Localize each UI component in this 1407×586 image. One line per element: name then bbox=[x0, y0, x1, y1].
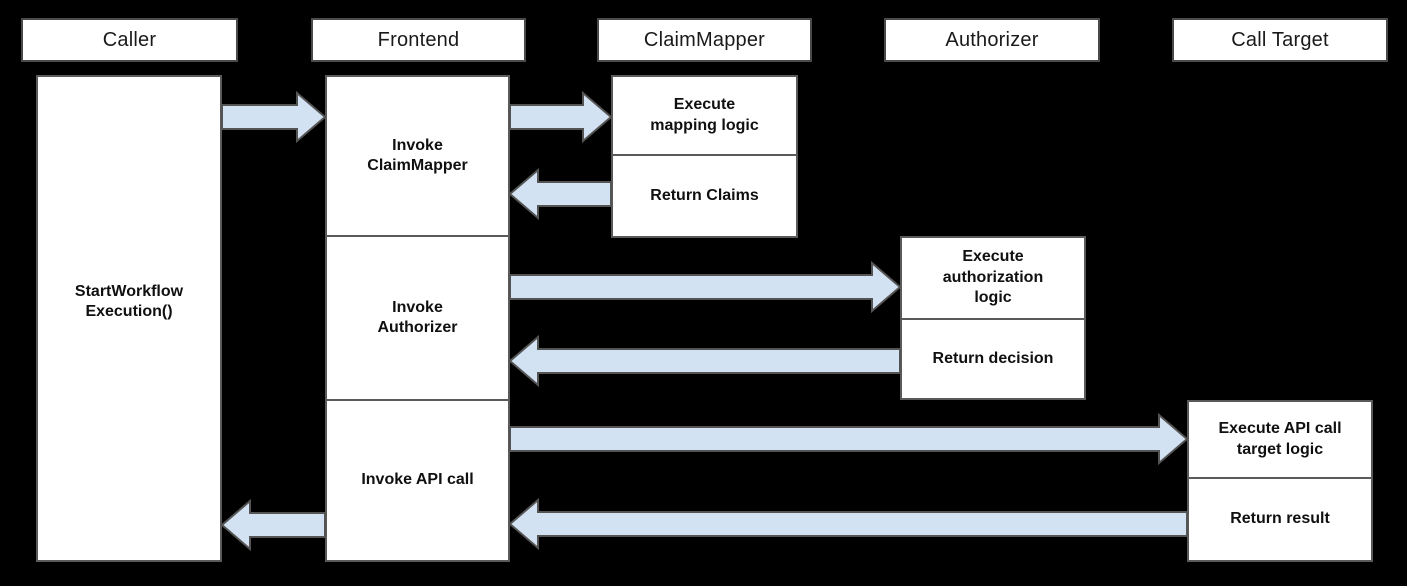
participant-header-calltarget[interactable]: Call Target bbox=[1172, 18, 1388, 62]
message-arrow-calltarget-to-frontend[interactable] bbox=[508, 497, 1188, 551]
message-arrow-frontend-to-authorizer[interactable] bbox=[509, 260, 902, 314]
activation-authorizer-return-decision[interactable]: Return decision bbox=[900, 319, 1086, 400]
activation-frontend-invoke-api-call[interactable]: Invoke API call bbox=[325, 400, 510, 562]
participant-header-caller-label: Caller bbox=[102, 29, 157, 51]
activation-calltarget-return-result-label: Return result bbox=[1230, 510, 1330, 528]
participant-header-authorizer[interactable]: Authorizer bbox=[884, 18, 1100, 62]
participant-header-claimmapper[interactable]: ClaimMapper bbox=[597, 18, 812, 62]
activation-calltarget-return-result[interactable]: Return result bbox=[1187, 478, 1373, 562]
participant-header-calltarget-label: Call Target bbox=[1231, 29, 1329, 51]
participant-header-frontend[interactable]: Frontend bbox=[311, 18, 526, 62]
activation-frontend-invoke-api-call-label: Invoke API call bbox=[361, 471, 474, 489]
activation-claimmapper-return-claims-label: Return Claims bbox=[650, 186, 759, 204]
message-arrow-caller-to-frontend[interactable] bbox=[221, 90, 327, 144]
participant-header-caller[interactable]: Caller bbox=[21, 18, 238, 62]
activation-authorizer-return-decision-label: Return decision bbox=[932, 349, 1054, 367]
activation-claimmapper-return-claims[interactable]: Return Claims bbox=[611, 155, 798, 238]
message-arrow-frontend-to-caller[interactable] bbox=[220, 498, 326, 552]
message-arrow-frontend-to-calltarget[interactable] bbox=[509, 412, 1189, 466]
message-arrow-claimmapper-to-frontend[interactable] bbox=[508, 167, 612, 221]
participant-header-authorizer-label: Authorizer bbox=[945, 29, 1039, 51]
message-arrow-frontend-to-claimmapper[interactable] bbox=[509, 90, 613, 144]
participant-header-claimmapper-label: ClaimMapper bbox=[643, 29, 766, 51]
participant-header-frontend-label: Frontend bbox=[377, 29, 460, 51]
message-arrow-authorizer-to-frontend[interactable] bbox=[508, 334, 901, 388]
